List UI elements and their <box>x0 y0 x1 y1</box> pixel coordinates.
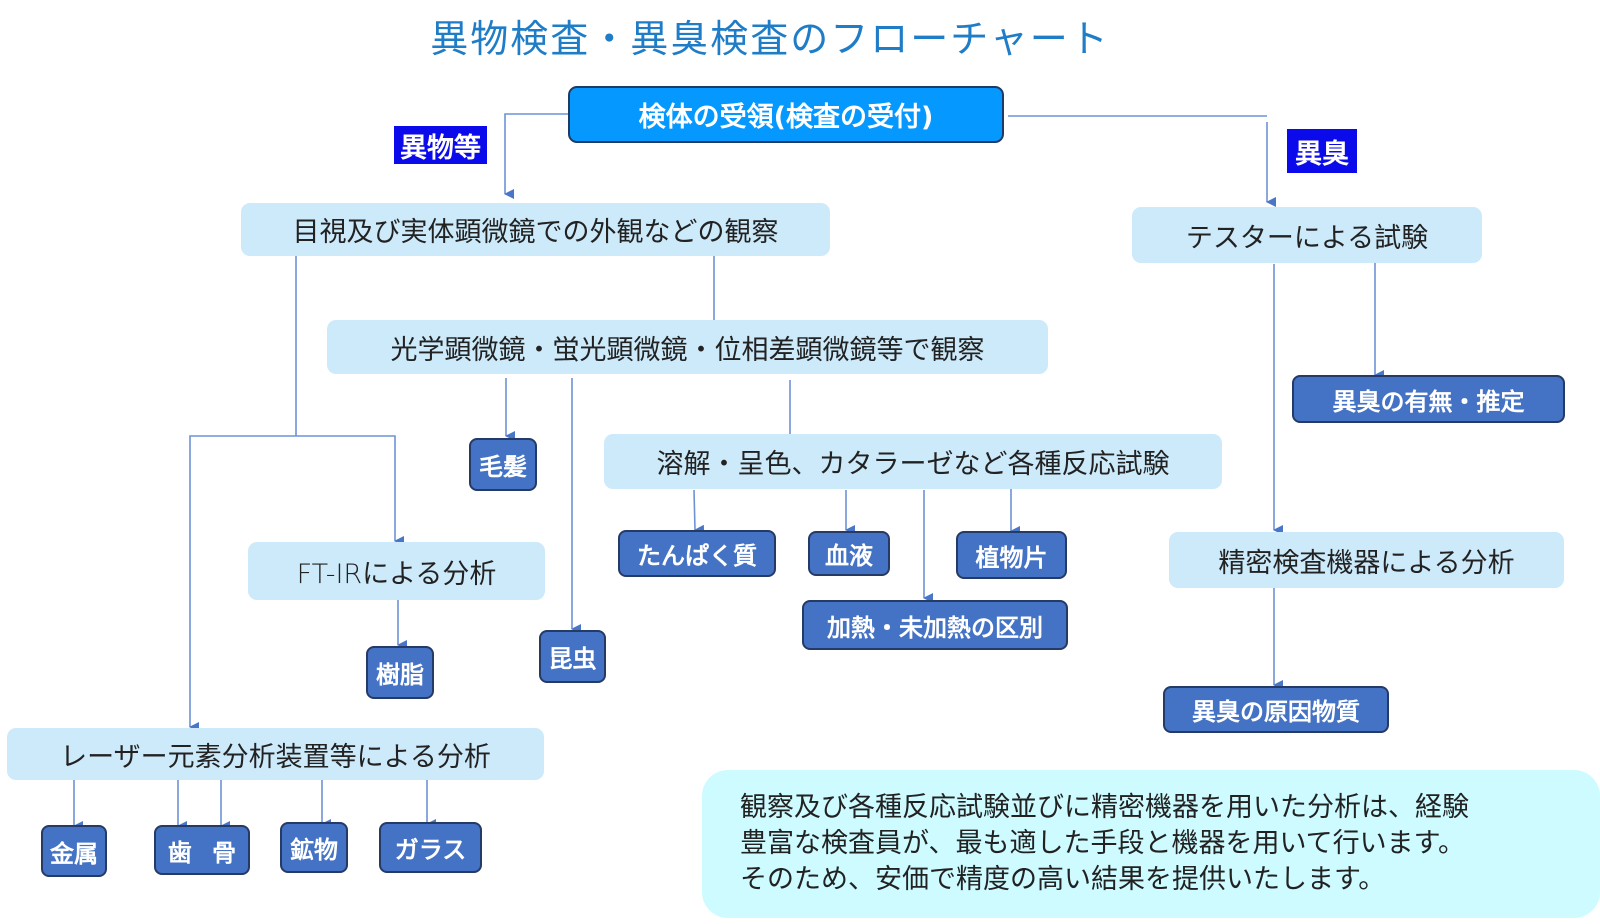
result-odor-cause: 異臭の原因物質 <box>1163 686 1389 733</box>
tag-odor: 異臭 <box>1287 129 1357 173</box>
node-visual-observation-label: 目視及び実体顕微鏡での外観などの観察 <box>292 217 779 248</box>
result-glass: ガラス <box>379 822 482 873</box>
tag-odor-label: 異臭 <box>1295 138 1349 170</box>
node-precision-analysis-label: 精密検査機器による分析 <box>1218 547 1515 579</box>
connector-split-ftir <box>296 435 404 546</box>
result-metal-label: 金属 <box>50 839 98 868</box>
node-microscope-observation: 光学顕微鏡・蛍光顕微鏡・位相差顕微鏡等で観察 <box>327 320 1048 374</box>
result-blood: 血液 <box>808 531 890 576</box>
node-visual-observation: 目視及び実体顕微鏡での外観などの観察 <box>241 203 830 256</box>
note-line: 豊富な検査員が、最も適した手段と機器を用いて行います。 <box>740 828 1465 859</box>
result-protein-label: たんぱく質 <box>637 542 757 570</box>
node-reaction-tests-label: 溶解・呈色、カタラーゼなど各種反応試験 <box>656 449 1170 480</box>
result-tooth-bone: 歯 骨 <box>154 825 250 875</box>
result-metal: 金属 <box>41 825 107 877</box>
node-ftir-analysis-label: FT-IRによる分析 <box>296 558 497 590</box>
result-insect-label: 昆虫 <box>548 645 597 673</box>
result-resin: 樹脂 <box>366 646 434 699</box>
result-mineral: 鉱物 <box>280 822 348 873</box>
result-odor-presence: 異臭の有無・推定 <box>1292 375 1565 423</box>
result-blood-label: 血液 <box>825 542 873 570</box>
result-odor-cause-label: 異臭の原因物質 <box>1192 698 1360 726</box>
connector-reaction-protein <box>693 489 705 535</box>
node-microscope-observation-label: 光学顕微鏡・蛍光顕微鏡・位相差顕微鏡等で観察 <box>390 334 985 366</box>
result-tooth-bone-label: 歯 骨 <box>167 838 237 867</box>
tag-foreign-matter-label: 異物等 <box>400 132 481 164</box>
result-odor-presence-label: 異臭の有無・推定 <box>1332 387 1525 416</box>
node-receipt-label: 検体の受領(検査の受付) <box>638 102 934 133</box>
note-line: そのため、安価で精度の高い結果を提供いたします。 <box>740 864 1386 895</box>
result-heating-distinction: 加熱・未加熱の区別 <box>802 600 1068 650</box>
node-precision-analysis: 精密検査機器による分析 <box>1169 532 1564 588</box>
result-protein: たんぱく質 <box>618 530 776 577</box>
node-tester-test: テスターによる試験 <box>1132 207 1482 263</box>
node-ftir-analysis: FT-IRによる分析 <box>248 542 545 600</box>
result-plant-fragment: 植物片 <box>956 531 1067 579</box>
result-plant-fragment-label: 植物片 <box>975 543 1048 572</box>
connector-receipt-visual <box>504 113 568 199</box>
result-mineral-label: 鉱物 <box>290 836 338 864</box>
result-glass-label: ガラス <box>394 836 467 864</box>
node-tester-test-label: テスターによる試験 <box>1185 222 1429 254</box>
result-resin-label: 樹脂 <box>376 661 424 689</box>
page-title: 異物検査・異臭検査のフローチャート <box>430 17 1110 61</box>
result-hair-label: 毛髪 <box>479 453 527 481</box>
tag-foreign-matter: 異物等 <box>394 126 487 164</box>
node-receipt: 検体の受領(検査の受付) <box>568 86 1004 143</box>
result-heating-distinction-label: 加熱・未加熱の区別 <box>827 613 1043 642</box>
node-laser-analysis-label: レーザー元素分析装置等による分析 <box>60 741 491 773</box>
note-box: 観察及び各種反応試験並びに精密機器を用いた分析は、経験 豊富な検査員が、最も適し… <box>702 770 1600 918</box>
result-hair: 毛髪 <box>469 438 537 491</box>
note-line: 観察及び各種反応試験並びに精密機器を用いた分析は、経験 <box>740 792 1469 823</box>
node-laser-analysis: レーザー元素分析装置等による分析 <box>7 728 544 780</box>
node-reaction-tests: 溶解・呈色、カタラーゼなど各種反応試験 <box>604 434 1222 489</box>
connector-split-laser <box>189 435 296 732</box>
result-insect: 昆虫 <box>539 630 606 683</box>
